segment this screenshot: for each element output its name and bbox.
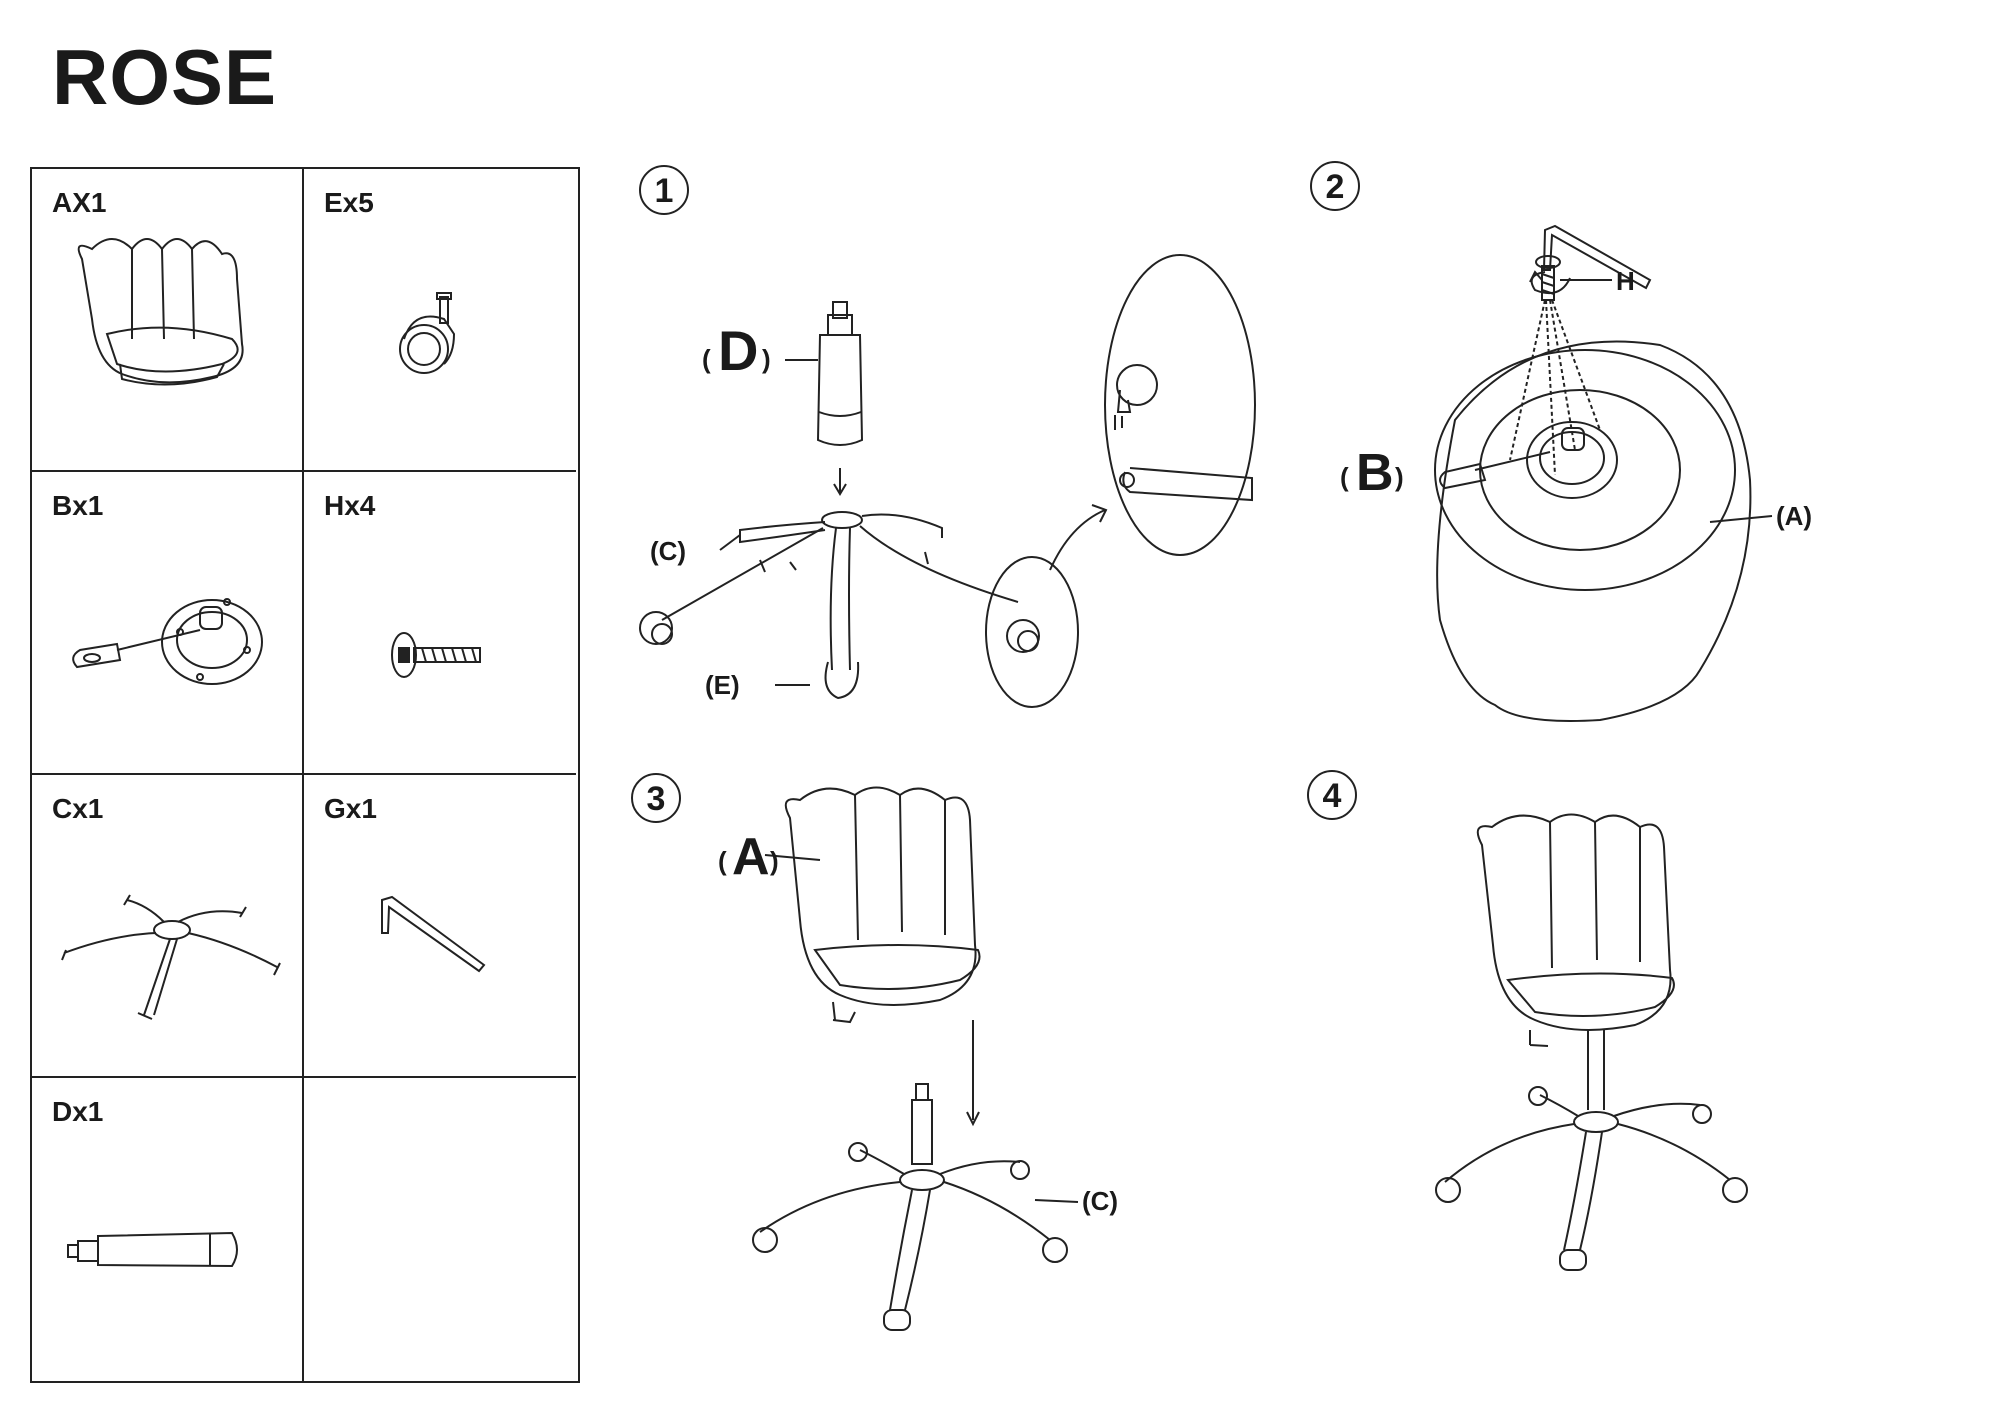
part-label-h: Hx4 bbox=[324, 490, 376, 521]
part-cell-b: Bx1 bbox=[32, 472, 304, 775]
zoom-circle-small bbox=[985, 556, 1079, 708]
assembled-chair-icon bbox=[1435, 813, 1748, 1271]
paren-open-d: ( bbox=[702, 344, 711, 374]
screw-icon bbox=[1535, 255, 1561, 301]
caster-wheel-icon bbox=[399, 292, 456, 374]
step-2-badge bbox=[1310, 161, 1360, 211]
part-callout-a-step2: (A) bbox=[1776, 501, 1812, 531]
part-cell-a: AX1 bbox=[32, 169, 304, 472]
part-cell-empty bbox=[304, 1078, 576, 1381]
part-label-a: AX1 bbox=[52, 187, 107, 218]
zoom-circle-large bbox=[1104, 254, 1256, 556]
seat-mechanism-icon bbox=[72, 598, 263, 685]
step-1-number: 1 bbox=[655, 172, 674, 210]
part-label-g: Gx1 bbox=[324, 793, 377, 824]
part-label-d: Dx1 bbox=[52, 1096, 104, 1127]
paren-close-a: ) bbox=[770, 846, 779, 876]
allen-key-icon bbox=[381, 895, 486, 973]
star-base-icon bbox=[752, 1083, 1068, 1331]
part-callout-e: (E) bbox=[705, 670, 740, 700]
step-1-badge bbox=[639, 165, 689, 215]
step-4-number: 4 bbox=[1323, 777, 1342, 815]
part-cell-d: Dx1 bbox=[32, 1078, 304, 1381]
step-4: 4 bbox=[1307, 770, 1748, 1271]
paren-close-d: ) bbox=[762, 344, 771, 374]
part-cell-e: Ex5 bbox=[304, 169, 576, 472]
part-callout-a-step3: A bbox=[732, 828, 770, 886]
part-callout-c: (C) bbox=[650, 536, 686, 566]
paren-open-a: ( bbox=[718, 846, 727, 876]
part-callout-b: B bbox=[1356, 444, 1394, 502]
part-callout-h: H bbox=[1616, 266, 1635, 296]
paren-close-b: ) bbox=[1395, 462, 1404, 492]
step-3: 3 ( A ) (C) bbox=[631, 773, 1118, 1331]
caster-wheel-icon bbox=[1114, 364, 1158, 430]
star-base-icon bbox=[61, 894, 281, 1020]
gas-cylinder-icon bbox=[67, 1231, 238, 1268]
step-3-badge bbox=[631, 773, 681, 823]
document-title: ROSE bbox=[52, 33, 278, 121]
assembly-steps: 1 ( D ) (C) (E) bbox=[631, 161, 1812, 1331]
screw-icon bbox=[391, 632, 481, 678]
part-callout-d: D bbox=[718, 319, 758, 382]
seat-mechanism-icon bbox=[1439, 421, 1618, 499]
step-4-badge bbox=[1307, 770, 1357, 820]
star-base-icon bbox=[639, 511, 1040, 700]
paren-open-b: ( bbox=[1340, 462, 1349, 492]
part-cell-g: Gx1 bbox=[304, 775, 576, 1078]
part-cell-c: Cx1 bbox=[32, 775, 304, 1078]
part-label-c: Cx1 bbox=[52, 793, 104, 824]
chair-seat-icon bbox=[77, 238, 244, 386]
step-3-number: 3 bbox=[647, 780, 666, 818]
parts-list: AX1 Ex5 Bx1 Hx4 bbox=[30, 167, 580, 1383]
part-label-e: Ex5 bbox=[324, 187, 374, 218]
step-2-number: 2 bbox=[1326, 168, 1345, 206]
step-1: 1 ( D ) (C) (E) bbox=[639, 165, 1256, 708]
gas-cylinder-icon bbox=[816, 301, 864, 446]
part-cell-h: Hx4 bbox=[304, 472, 576, 775]
part-callout-c-step3: (C) bbox=[1082, 1186, 1118, 1216]
allen-key-icon bbox=[1542, 224, 1652, 290]
chair-seat-icon bbox=[1434, 340, 1752, 722]
chair-seat-icon bbox=[784, 786, 981, 1024]
part-label-b: Bx1 bbox=[52, 490, 104, 521]
step-2: 2 H ( B ) (A) bbox=[1310, 161, 1812, 722]
